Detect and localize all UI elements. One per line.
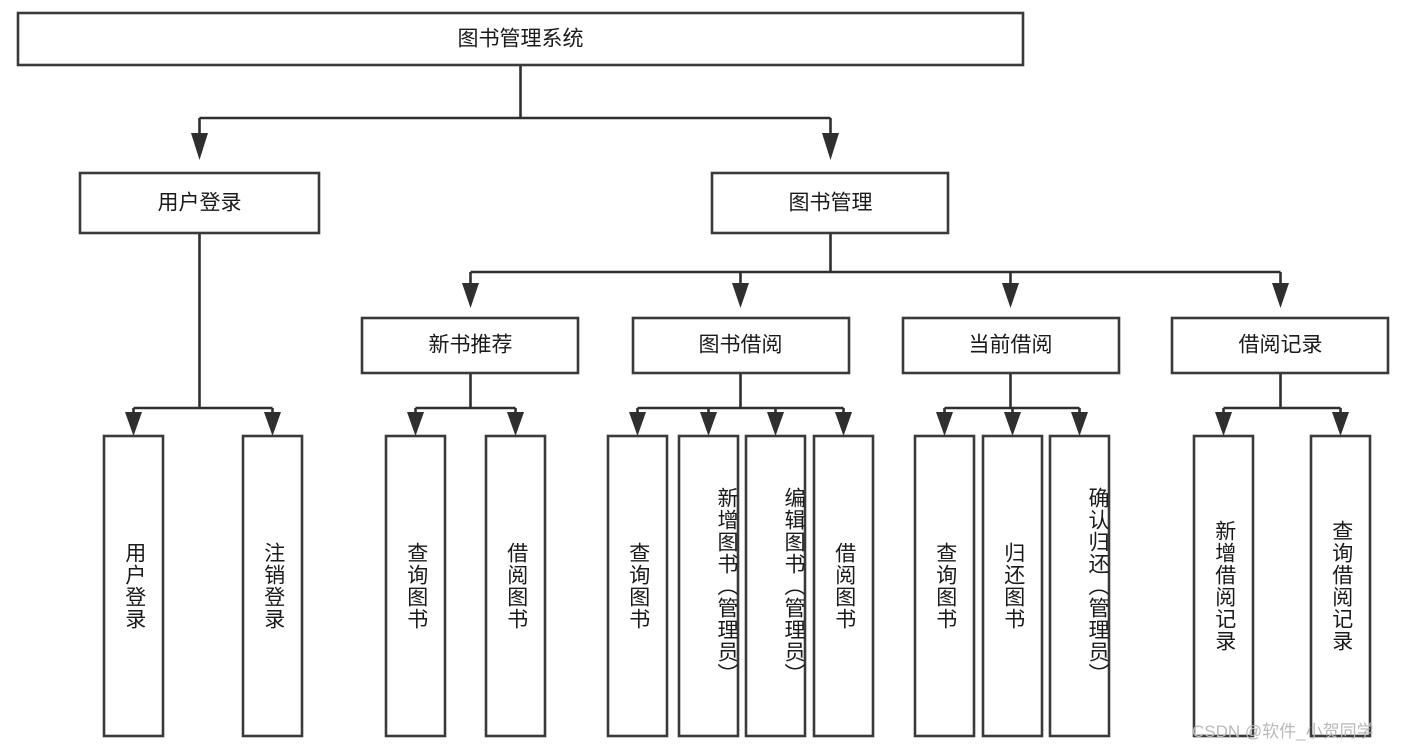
- node-user-login-box[interactable]: [78, 171, 321, 235]
- arrowhead-leaf-query-book-recommend: [407, 412, 424, 436]
- node-book-borrow-label: 图书借阅: [699, 334, 783, 357]
- arrowhead-user-login: [191, 133, 208, 160]
- leaf-query-borrow-record-box[interactable]: [1309, 434, 1372, 738]
- node-root[interactable]: 图书管理系统: [16, 11, 1025, 67]
- leaf-add-borrow-record-box[interactable]: [1192, 434, 1255, 738]
- node-user-login[interactable]: 用户登录: [78, 171, 321, 235]
- node-borrow-record-box[interactable]: [1170, 316, 1390, 375]
- arrowhead-borrow-record: [1272, 283, 1289, 308]
- leaf-confirm-return-box[interactable]: [1048, 434, 1111, 738]
- arrowhead-leaf-query-book-borrow: [629, 412, 646, 436]
- node-current-borrow-label: 当前借阅: [969, 334, 1053, 357]
- node-book-management[interactable]: 图书管理: [710, 171, 950, 235]
- leaf-return-book-box[interactable]: [981, 434, 1044, 738]
- node-book-borrow[interactable]: 图书借阅: [631, 316, 851, 375]
- node-current-borrow-box[interactable]: [901, 316, 1121, 375]
- node-book-management-label: 图书管理: [789, 192, 873, 215]
- leaf-boxes: [102, 434, 1372, 738]
- arrowhead-leaf-user-login: [125, 412, 142, 436]
- node-borrow-record[interactable]: 借阅记录: [1170, 316, 1390, 375]
- node-book-management-box[interactable]: [710, 171, 950, 235]
- arrowhead-leaf-add-book: [700, 412, 717, 436]
- node-new-book-recommend-box[interactable]: [360, 316, 580, 375]
- node-borrow-record-label: 借阅记录: [1239, 334, 1323, 357]
- arrowhead-current-borrow: [1002, 283, 1019, 308]
- arrowhead-leaf-edit-book: [767, 412, 784, 436]
- arrowhead-leaf-borrow-book: [835, 412, 852, 436]
- leaf-query-book-recommend-box[interactable]: [384, 434, 447, 738]
- arrowhead-leaf-return-book: [1004, 412, 1021, 436]
- leaf-edit-book-box[interactable]: [744, 434, 807, 738]
- connector-group-recommend-to-leaves: [407, 373, 524, 436]
- leaf-user-login-box[interactable]: [102, 434, 165, 738]
- connector-group-borrowrecord-to-leaves: [1215, 373, 1349, 436]
- leaf-borrow-book-box[interactable]: [812, 434, 875, 738]
- arrowhead-leaf-query-book-current: [936, 412, 953, 436]
- node-current-borrow[interactable]: 当前借阅: [901, 316, 1121, 375]
- leaf-add-book-box[interactable]: [677, 434, 740, 738]
- arrowhead-leaf-add-borrow-record: [1215, 412, 1232, 436]
- arrowhead-leaf-borrow-book-recommend: [507, 412, 524, 436]
- leaf-borrow-book-recommend-box[interactable]: [484, 434, 547, 738]
- node-new-book-recommend[interactable]: 新书推荐: [360, 316, 580, 375]
- leaf-logout-login-box[interactable]: [241, 434, 304, 738]
- connector-group-bookborrow-to-leaves: [629, 373, 852, 436]
- node-root-label: 图书管理系统: [458, 28, 584, 51]
- connector-group-currentborrow-to-leaves: [936, 373, 1088, 436]
- connector-group-bookmgmt-to-level3: [462, 233, 1289, 308]
- arrowhead-new-book-recommend: [462, 283, 479, 308]
- connector-group-userlogin-to-leaves: [125, 233, 281, 436]
- csdn-watermark: CSDN @软件_小贺同学: [1192, 722, 1374, 741]
- node-root-box[interactable]: [16, 11, 1025, 67]
- node-new-book-recommend-label: 新书推荐: [429, 334, 513, 357]
- arrowhead-leaf-logout-login: [264, 412, 281, 436]
- arrowhead-leaf-confirm-return: [1071, 412, 1088, 436]
- arrowhead-book-borrow: [732, 283, 749, 308]
- leaf-query-book-borrow-box[interactable]: [606, 434, 669, 738]
- node-user-login-label: 用户登录: [158, 192, 242, 215]
- node-book-borrow-box[interactable]: [631, 316, 851, 375]
- connector-group-root-to-level2: [191, 65, 839, 160]
- arrowhead-leaf-query-borrow-record: [1332, 412, 1349, 436]
- arrowhead-book-management: [822, 133, 839, 160]
- leaf-query-book-current-box[interactable]: [913, 434, 976, 738]
